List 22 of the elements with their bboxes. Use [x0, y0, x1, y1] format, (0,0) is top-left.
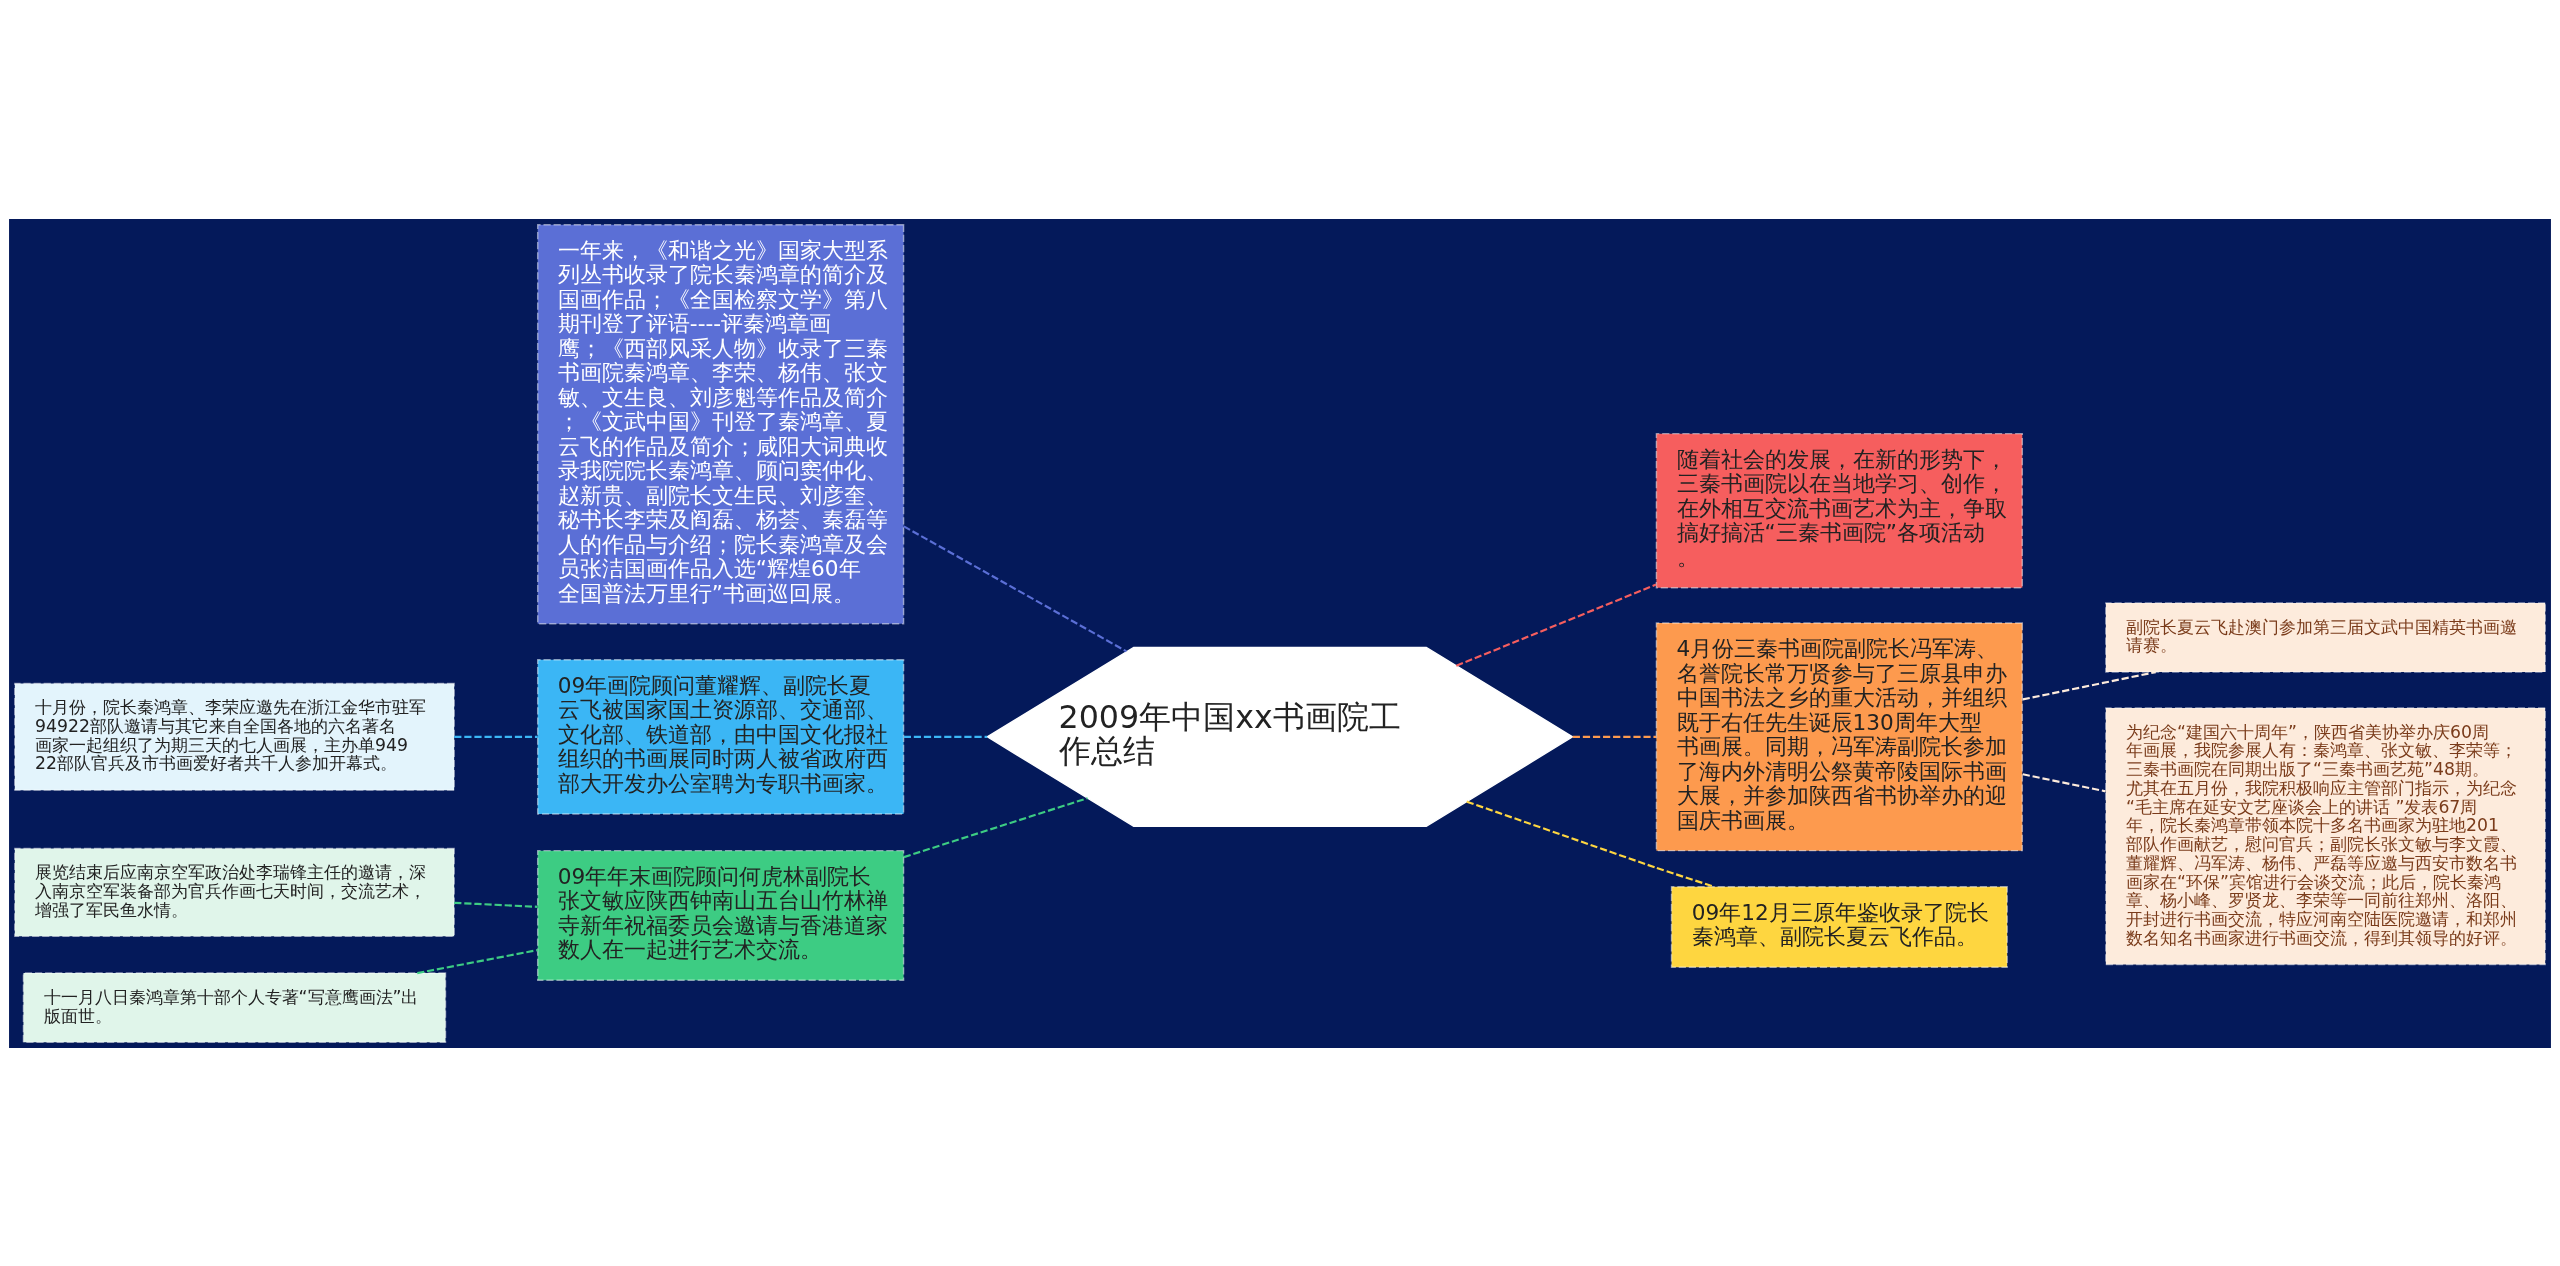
node-box: 一年来，《和谐之光》国家大型系列丛书收录了院长秦鸿章的简介及国画作品；《全国检察文学》第八期刊登了评语----评秦鸿章画鹰；《西部风采人物》收录了三秦书画院秦鸿章、李荣、杨伟、张文敏、文生良、刘彦魁等作品及简介；《文武中国》刊登了秦鸿章、夏云飞的作品及简介；咸阳大词典收录我院院长秦鸿章、顾问窦仲化、赵新贵、副院长文生民、刘彦奎、秘书长李荣及阎磊、杨荟、秦磊等人的作品与介绍；院长秦鸿章及会员张洁国画作品入选“辉煌60年全国普法万里行”书画巡回展。	[537, 223, 905, 624]
node-box: 展览结束后应南京空军政治处李瑞锋主任的邀请，深入南京空军装备部为官兵作画七天时间，交流艺术，增强了军民鱼水情。	[14, 847, 455, 937]
node-box: 4月份三秦书画院副院长冯军涛、名誉院长常万贤参与了三原县申办中国书法之乡的重大活动，并组织既于右任先生诞辰130周年大型书画展。同期，冯军涛副院长参加了海内外清明公祭黄帝陵国际书画大展，并参加陕西省书协举办的迎国庆书画展。	[1655, 621, 2023, 851]
node-box: 09年画院顾问董耀辉、副院长夏云飞被国家国土资源部、交通部、文化部、铁道部，由中国文化报社组织的书画展同时两人被省政府西部大开发办公室聘为专职书画家。	[537, 658, 905, 815]
connector	[417, 948, 538, 974]
node-box: 09年12月三原年鉴收录了院长秦鸿章、副院长夏云飞作品。	[1670, 885, 2008, 968]
connector	[1572, 735, 1657, 738]
node-box: 09年年末画院顾问何虎林副院长张文敏应陕西钟南山五台山竹林禅寺新年祝福委员会邀请与香港道家数人在一起进行艺术交流。	[537, 849, 905, 981]
connector	[1455, 583, 1657, 667]
connector	[1466, 800, 1715, 888]
connector	[454, 735, 538, 738]
node-box: 副院长夏云飞赴澳门参加第三届文武中国精英书画邀请赛。	[2105, 601, 2546, 673]
connector	[2022, 772, 2106, 792]
node-box: 十月份，院长秦鸿章、李荣应邀先在浙江金华市驻军94922部队邀请与其它来自全国各地的六名著名画家一起组织了为期三天的七人画展，主办单94922部队官兵及市书画爱好者共千人参加开幕式。	[14, 682, 455, 791]
connector	[903, 735, 988, 738]
connector	[2022, 670, 2156, 700]
connector	[903, 524, 1127, 652]
connector	[903, 796, 1088, 858]
node-box: 为纪念“建国六十周年”，陕西省美协举办庆60周年画展，我院参展人有：秦鸿章、张文敏、李荣等；三秦书画院在同期出版了“三秦书画艺苑”48期。尤其在五月份，我院积极响应主管部门指示，为纪念“毛主席在延安文艺座谈会上的讲话 ”发表67周年，院长秦鸿章带领本院十多名书画家为驻地201部队作画献艺，慰问官兵；副院长张文敏与李文霞、董耀辉、冯军涛、杨伟、严磊等应邀与西安市数名书画家在“环保”宾馆进行会谈交流；此后，院长秦鸿章、杨小峰、罗贤龙、李荣等一同前往郑州、洛阳、开封进行书画交流，特应河南空陆医院邀请，和郑州数名知名书画家进行书画交流，得到其领导的好评。	[2105, 706, 2546, 965]
node-box: 十一月八日秦鸿章第十部个人专著“写意鹰画法”出版面世。	[22, 971, 447, 1043]
node-box: 随着社会的发展，在新的形势下，三秦书画院以在当地学习、创作，在外相互交流书画艺术为主，争取搞好搞活“三秦书画院”各项活动。	[1655, 432, 2023, 588]
connector	[454, 901, 538, 908]
